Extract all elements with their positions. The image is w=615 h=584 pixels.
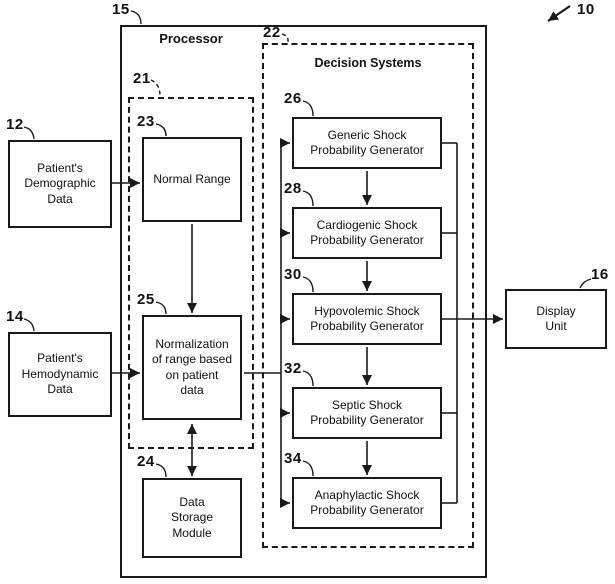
ref-25: 25 [137, 291, 155, 308]
normal-range-box: Normal Range [142, 137, 242, 222]
generic-shock-generator-box: Generic Shock Probability Generator [292, 117, 442, 169]
normalization-group-box [128, 97, 254, 449]
leader-16 [579, 278, 592, 289]
ref-12: 12 [6, 116, 24, 133]
ref-21: 21 [133, 70, 151, 87]
cardiogenic-shock-generator-box: Cardiogenic Shock Probability Generator [292, 207, 442, 259]
leader-30 [302, 276, 314, 293]
ref-32: 32 [284, 360, 302, 377]
ref-24: 24 [137, 453, 155, 470]
processor-title: Processor [159, 31, 223, 46]
data-storage-module-box: Data Storage Module [142, 478, 242, 558]
ref-28: 28 [284, 180, 302, 197]
decision-systems-box [262, 43, 474, 548]
hypovolemic-shock-generator-box: Hypovolemic Shock Probability Generator [292, 293, 442, 345]
decision-systems-title: Decision Systems [314, 56, 422, 70]
leader-34 [302, 460, 314, 477]
patients-demographic-data-box: Patient's Demographic Data [8, 140, 112, 228]
processor-box [120, 25, 487, 578]
ref-16: 16 [591, 266, 609, 283]
anaphylactic-shock-generator-box: Anaphylactic Shock Probability Generator [292, 477, 442, 529]
ref-15: 15 [112, 1, 130, 18]
leader-26 [302, 100, 314, 117]
leader-25 [155, 301, 167, 315]
leader-14 [23, 318, 35, 332]
normalization-box: Normalization of range based on patient … [142, 315, 242, 420]
patients-hemodynamic-data-box: Patient's Hemodynamic Data [8, 332, 112, 417]
leader-28 [302, 190, 314, 207]
leader-12 [23, 126, 35, 140]
septic-shock-generator-box: Septic Shock Probability Generator [292, 387, 442, 439]
flow-arrows [112, 138, 503, 508]
ref-22: 22 [263, 24, 281, 41]
figure-pointer-arrow [547, 5, 571, 22]
leader-32 [302, 370, 314, 387]
leader-15 [130, 10, 142, 25]
ref-10: 10 [577, 1, 595, 18]
leader-22 [281, 33, 289, 43]
reference-leader-hooks [23, 10, 592, 478]
ref-34: 34 [284, 450, 302, 467]
leader-21 [150, 79, 161, 97]
leader-24 [155, 463, 167, 478]
ref-23: 23 [137, 113, 155, 130]
ref-26: 26 [284, 90, 302, 107]
leader-23 [155, 123, 167, 137]
display-unit-box: Display Unit [505, 289, 607, 349]
ref-30: 30 [284, 266, 302, 283]
ref-14: 14 [6, 308, 24, 325]
